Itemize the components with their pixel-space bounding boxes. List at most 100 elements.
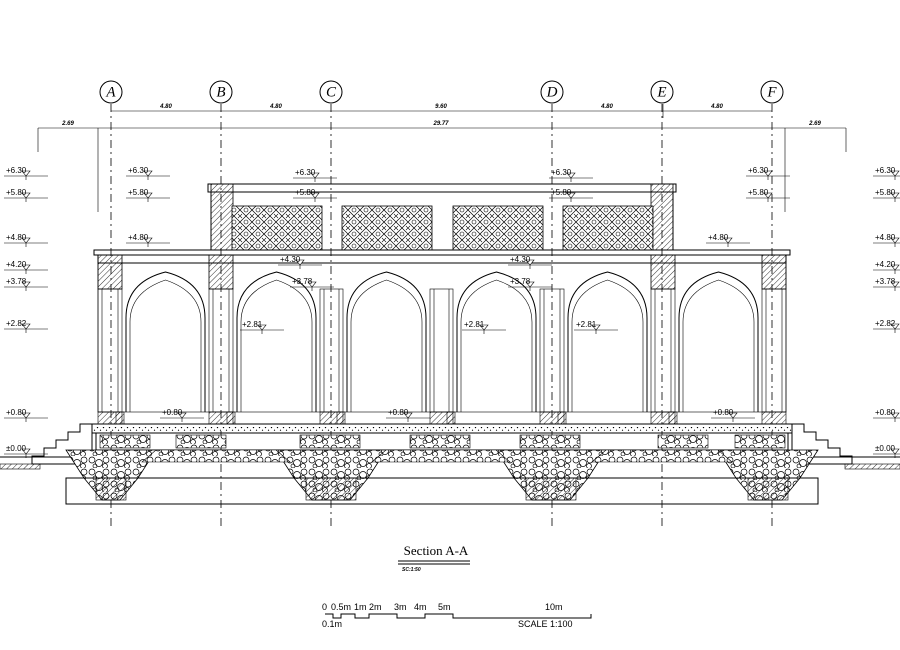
- svg-text:+4.80: +4.80: [708, 233, 729, 242]
- scale-label-5: 5m: [438, 602, 451, 612]
- scale-label-01: 0.1m: [322, 619, 342, 629]
- svg-text:+4.80: +4.80: [6, 233, 27, 242]
- scale-label-0: 0: [322, 602, 327, 612]
- level-right-6: +0.80: [873, 408, 900, 422]
- svg-text:+3.78: +3.78: [6, 277, 27, 286]
- scale-label-2: 2m: [369, 602, 382, 612]
- level-right-5: +2.82: [873, 319, 900, 333]
- top-dimension-labels: 4.80 4.80 9.60 4.80 4.80 2.69 29.77 2.69: [61, 104, 821, 127]
- level-inner-9: +5.80: [549, 188, 593, 202]
- svg-text:+4.30: +4.30: [510, 255, 531, 264]
- level-right-0: +6.30: [873, 166, 900, 180]
- level-inner-19: +0.80: [711, 408, 755, 422]
- axis-bubble-c: [319, 80, 343, 104]
- pier-4: [429, 288, 454, 413]
- pier-7: [761, 288, 787, 413]
- arch-bay-1: [115, 271, 206, 425]
- svg-text:+6.30: +6.30: [748, 166, 769, 175]
- axis-label-b: B: [216, 84, 225, 100]
- axis-label-c: C: [326, 84, 337, 100]
- level-inner-16: +2.81: [574, 320, 618, 334]
- lattice-screen-3: [452, 205, 544, 251]
- axis-label-a: A: [105, 84, 116, 100]
- dim-cd: 9.60: [435, 104, 447, 110]
- level-inner-3: +6.30: [746, 166, 790, 180]
- svg-text:+2.81: +2.81: [464, 320, 485, 329]
- axis-label-e: E: [656, 84, 666, 100]
- axis-bubble-f: [760, 80, 784, 104]
- scale-label-05: 0.5m: [331, 602, 351, 612]
- level-right-7: ±0.00: [873, 444, 900, 458]
- level-inner-1: +5.80: [126, 188, 170, 202]
- pier-3: [319, 288, 344, 413]
- scale-label-1: 1m: [354, 602, 367, 612]
- svg-text:+6.30: +6.30: [6, 166, 27, 175]
- dim-de: 4.80: [600, 104, 613, 110]
- axis-bubble-e: [650, 80, 674, 104]
- axis-label-d: D: [546, 84, 558, 100]
- pier-6: [650, 288, 676, 413]
- svg-text:+5.80: +5.80: [128, 188, 149, 197]
- dim-ef: 4.80: [710, 104, 723, 110]
- lattice-screen-1: [231, 205, 323, 251]
- svg-text:+4.20: +4.20: [6, 260, 27, 269]
- svg-text:+5.80: +5.80: [748, 188, 769, 197]
- svg-text:+4.20: +4.20: [875, 260, 896, 269]
- svg-text:+4.80: +4.80: [875, 233, 896, 242]
- svg-text:±0.00: ±0.00: [875, 444, 896, 453]
- svg-text:+5.80: +5.80: [551, 188, 572, 197]
- level-left-5: +2.82: [4, 319, 48, 333]
- level-left-0: +6.30: [4, 166, 48, 180]
- level-inner-14: +2.81: [240, 320, 284, 334]
- section-title-block: Section A-A SC:1:50: [398, 543, 470, 573]
- svg-text:+2.81: +2.81: [576, 320, 597, 329]
- axis-bubble-d: [540, 80, 564, 104]
- svg-text:+4.80: +4.80: [128, 233, 149, 242]
- level-left-4: +3.78: [4, 277, 48, 291]
- svg-text:+2.82: +2.82: [875, 319, 896, 328]
- svg-text:+0.80: +0.80: [875, 408, 896, 417]
- lattice-screen-2: [341, 205, 433, 251]
- level-inner-18: +0.80: [386, 408, 430, 422]
- svg-text:+0.80: +0.80: [6, 408, 27, 417]
- dim-total: 29.77: [432, 121, 449, 127]
- level-right-3: +4.20: [873, 260, 900, 274]
- level-left-6: +0.80: [4, 408, 48, 422]
- svg-text:+0.80: +0.80: [162, 408, 183, 417]
- foundation-footings: [65, 449, 819, 501]
- section-title: Section A-A: [404, 543, 469, 558]
- level-inner-15: +2.81: [462, 320, 506, 334]
- svg-text:+6.30: +6.30: [128, 166, 149, 175]
- axis-bubble-b: [209, 80, 233, 104]
- pier-1: [97, 288, 123, 413]
- scale-bar: 0 0.5m 1m 2m 3m 4m 5m 10m 0.1m SCALE 1:1…: [322, 602, 592, 629]
- dimension-lines: [37, 104, 847, 212]
- level-inner-0: +6.30: [126, 166, 170, 180]
- level-right-2: +4.80: [873, 233, 900, 247]
- levels-left: +6.30+5.80+4.80+4.20+3.78+2.82+0.80±0.00: [4, 166, 48, 458]
- arch-bay-2: [226, 271, 317, 425]
- level-right-4: +3.78: [873, 277, 900, 291]
- svg-text:+6.30: +6.30: [875, 166, 896, 175]
- svg-text:+4.30: +4.30: [280, 255, 301, 264]
- svg-text:+6.30: +6.30: [551, 168, 572, 177]
- arch-bay-6: [668, 271, 759, 425]
- arch-bay-3: [336, 271, 427, 425]
- dim-bc: 4.80: [269, 104, 282, 110]
- svg-text:±0.00: ±0.00: [6, 444, 27, 453]
- section-subtitle: SC:1:50: [402, 567, 421, 573]
- levels-right: +6.30+5.80+4.80+4.20+3.78+2.82+0.80±0.00: [873, 166, 900, 458]
- scale-label-10: 10m: [545, 602, 563, 612]
- level-inner-11: +4.30: [508, 255, 552, 269]
- scale-label-3: 3m: [394, 602, 407, 612]
- level-inner-5: +4.80: [706, 233, 750, 247]
- svg-text:+0.80: +0.80: [713, 408, 734, 417]
- level-left-7: ±0.00: [4, 444, 48, 458]
- svg-text:+3.78: +3.78: [510, 277, 531, 286]
- svg-text:+6.30: +6.30: [295, 168, 316, 177]
- svg-text:+2.81: +2.81: [242, 320, 263, 329]
- level-left-2: +4.80: [4, 233, 48, 247]
- scale-ratio: SCALE 1:100: [518, 619, 573, 629]
- arcade: [97, 271, 787, 425]
